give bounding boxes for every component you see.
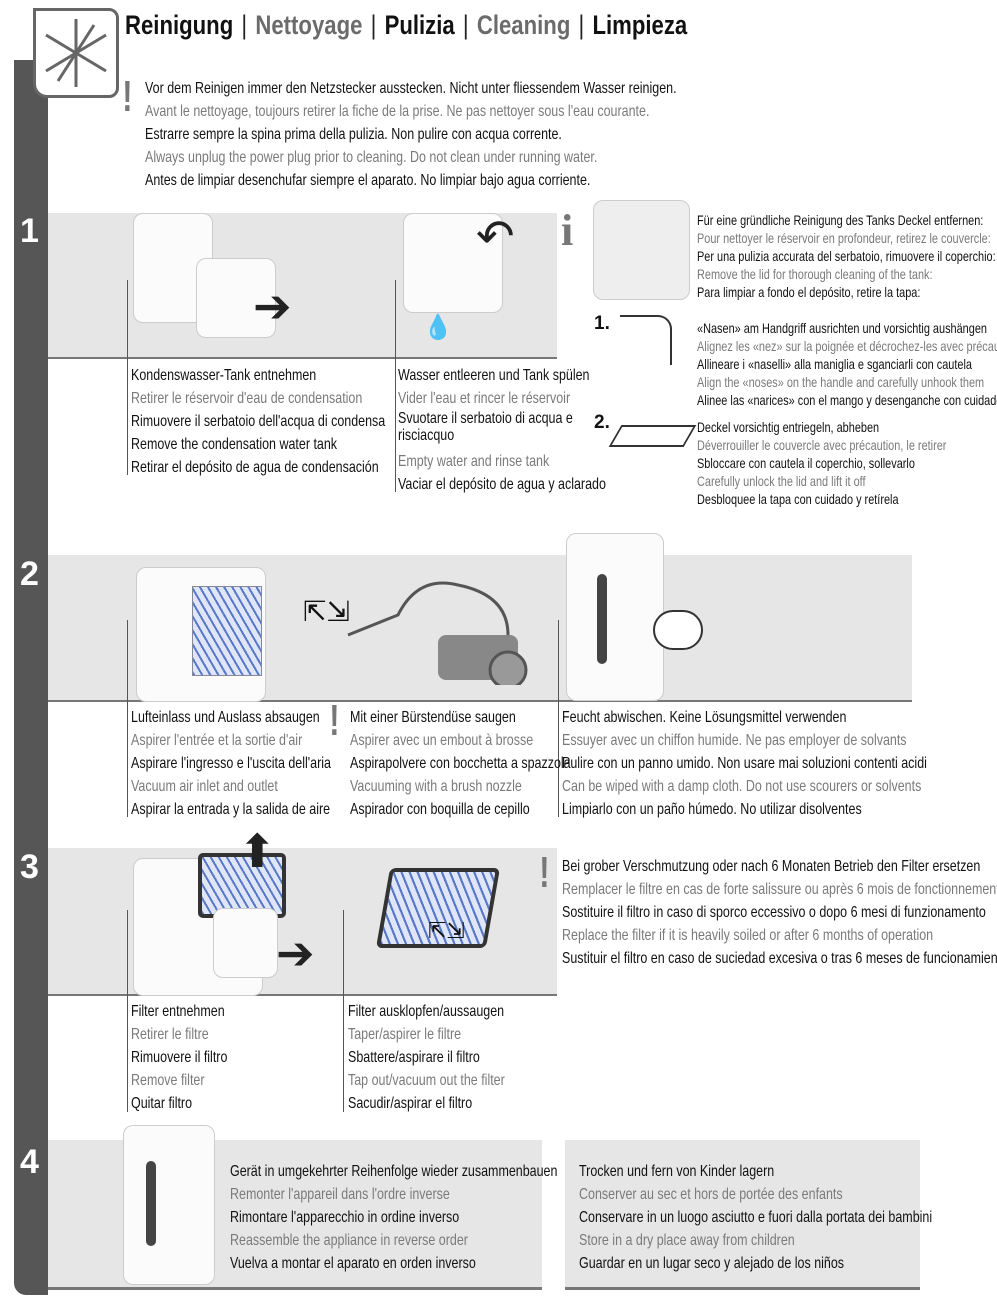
step1-illustration-band: ➔ ↶ 💧 [48,213,557,359]
airflow-arrows-icon: ⇱⇲ [428,918,465,943]
side-bar [14,60,48,1295]
cloth-wipe-icon [653,610,703,650]
step-number-4: 4 [20,1143,39,1181]
divider [343,910,344,1112]
substep-2-label: 2. [594,412,610,433]
divider [127,280,128,475]
divider [127,910,128,1112]
exclamation-icon: ! [329,696,340,745]
water-drops-icon: 💧 [423,314,453,341]
step-number-3: 3 [20,848,39,886]
step4-reassemble-text: Gerät in umgekehrter Reihenfolge wieder … [230,1163,558,1272]
arrow-right-icon: ➔ [253,280,292,332]
dehumidifier-image [123,1125,215,1285]
divider [558,620,559,817]
cleaning-star-logo [33,8,119,98]
substep-1-text: «Nasen» am Handgriff ausrichten und vors… [697,320,997,408]
handle-nose-diagram [620,315,672,365]
tank-emptying-image [403,213,503,313]
step-number-1: 1 [20,212,39,250]
warning-text: Vor dem Reinigen immer den Netzstecker a… [145,80,677,189]
step4-reassemble-box [48,1125,542,1290]
info-text: Für eine gründliche Reinigung des Tanks … [697,212,996,300]
substep-1-label: 1. [594,313,610,334]
page-title: Reinigung|Nettoyage|Pulizia|Cleaning|Lim… [125,10,688,40]
step-number-2: 2 [20,555,39,593]
step2-wipe-text: Feucht abwischen. Keine Lösungsmittel ve… [562,709,927,818]
airflow-arrows-icon: ⇱⇲ [303,596,350,627]
water-tank-image [196,258,276,338]
step4-storage-box [565,1140,920,1290]
curved-arrow-icon: ↶ [476,210,515,262]
arrow-up-icon: ⬆ [238,825,277,877]
exclamation-icon: ! [539,848,550,897]
step3-illustration-band: ⬆ ➔ ⇱⇲ [48,828,557,996]
step2-illustration-band: ⇱⇲ [48,533,912,702]
divider [127,620,128,817]
air-inlet-image [136,567,266,702]
back-cover-image [213,908,278,978]
vacuum-cleaner-image [347,581,528,685]
tank-lid-image [593,200,690,300]
step3-filter-replace-text: Bei grober Verschmutzung oder nach 6 Mon… [562,858,997,967]
info-icon: i [561,206,574,255]
divider [395,280,396,492]
dehumidifier-front-image [566,533,664,701]
arrow-right-icon: ➔ [276,927,315,979]
exclamation-icon: ! [122,72,133,121]
lid-unlock-diagram [608,425,697,447]
